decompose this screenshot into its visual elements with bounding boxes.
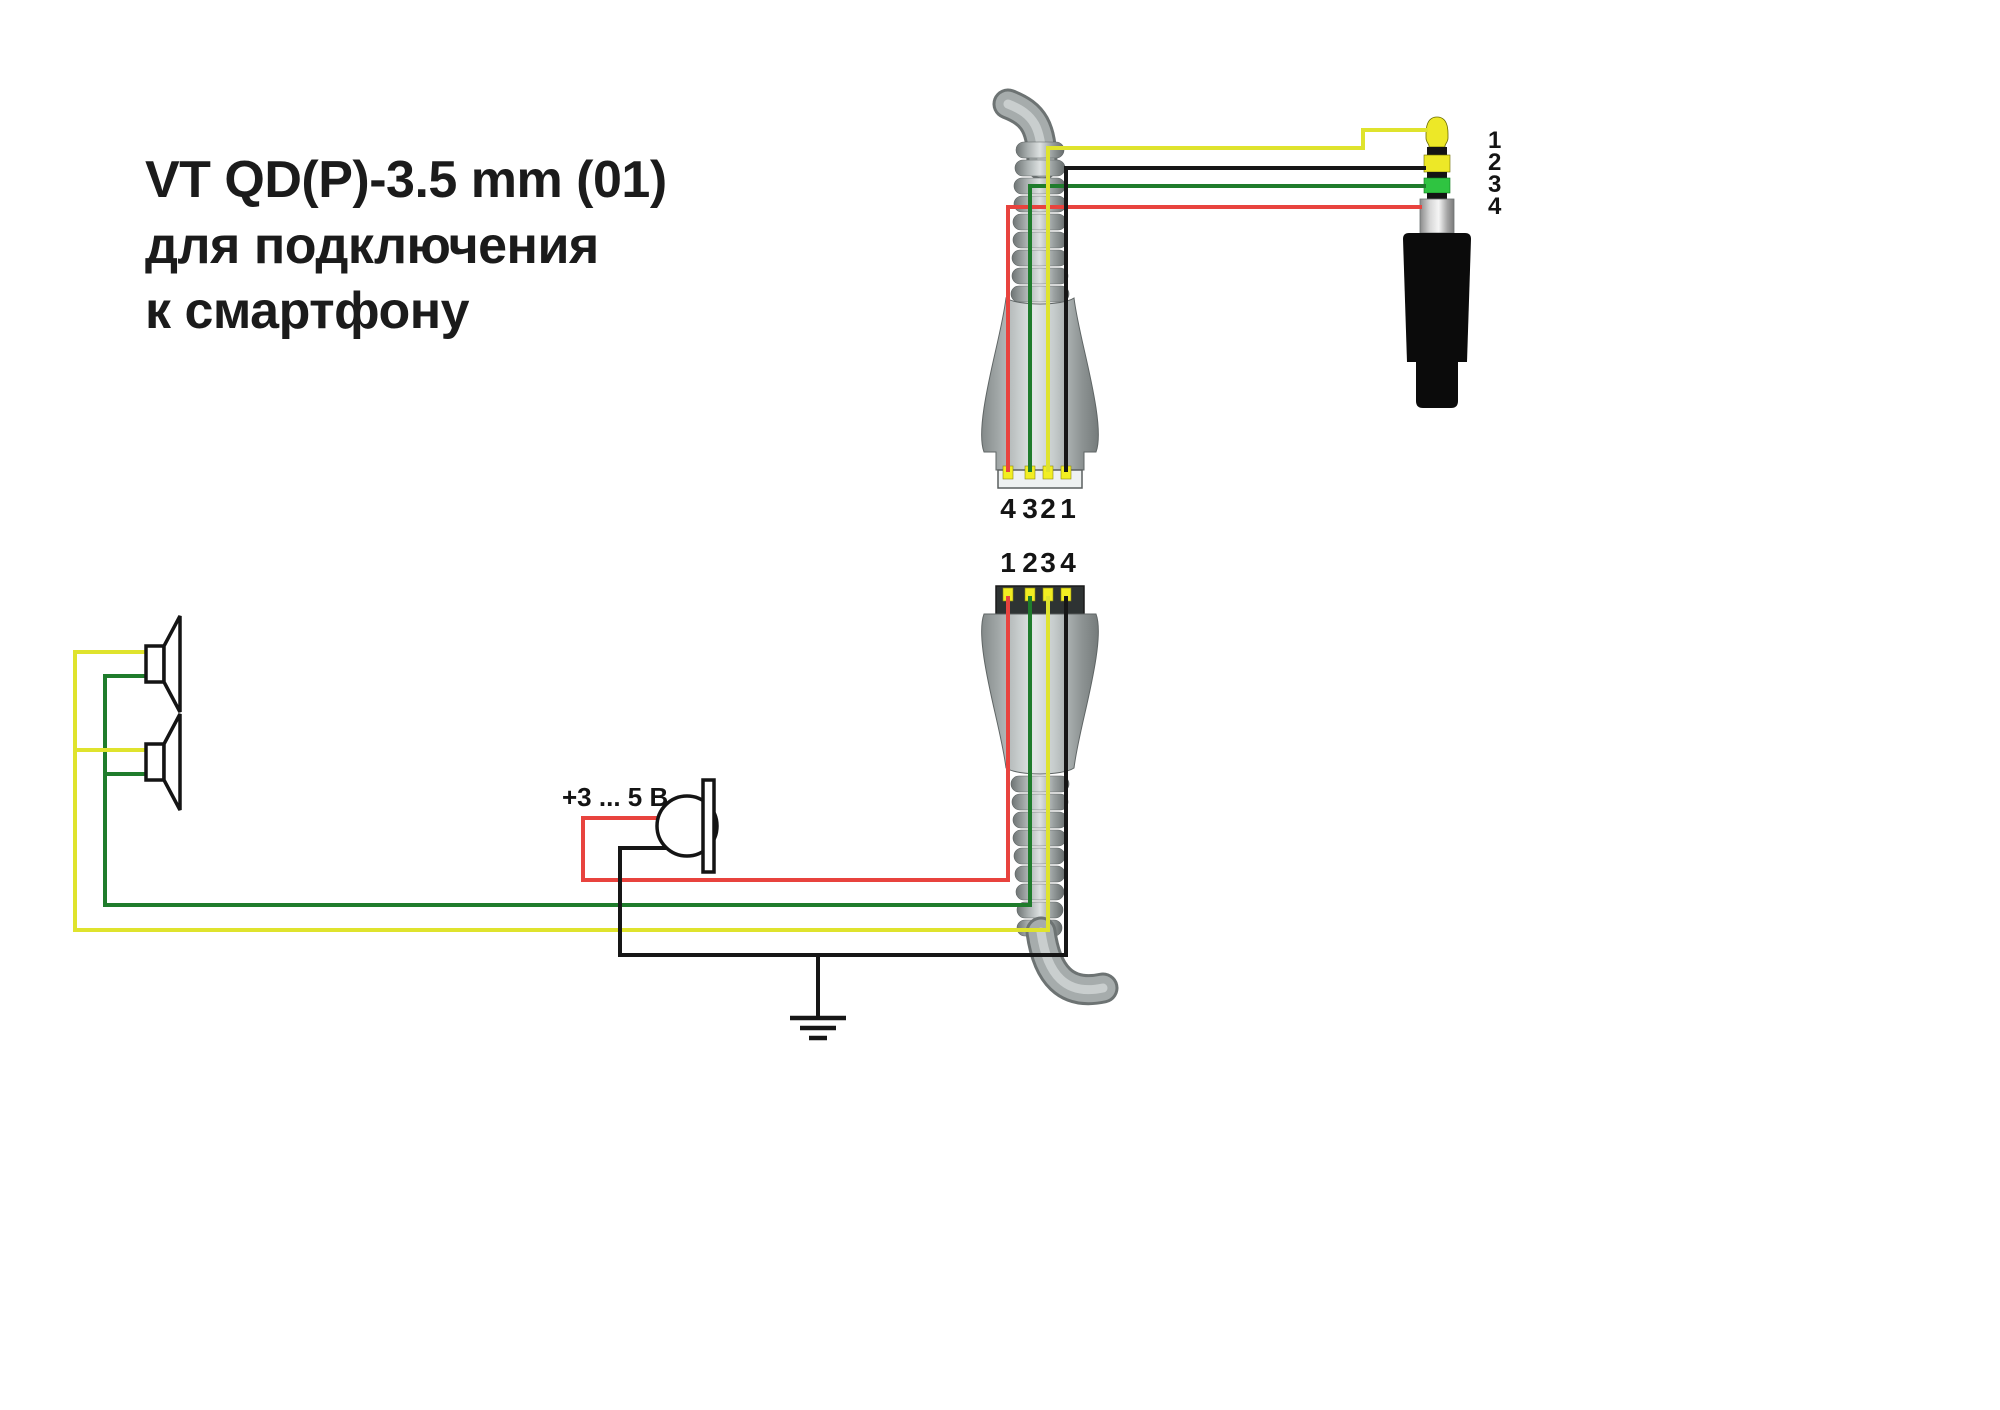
- plug-ring-label-4: 4: [1488, 193, 1502, 220]
- qd-top-pin-label-2: 2: [1040, 493, 1056, 524]
- qd-top-pin-label-3: 3: [1022, 493, 1038, 524]
- wires-top: [1006, 128, 1428, 472]
- wires-bottom: [73, 596, 1068, 1018]
- rib: [1013, 847, 1066, 865]
- plug-ring-label-1: 1: [1488, 127, 1501, 154]
- qd-bottom-pin-label-4: 4: [1060, 547, 1076, 578]
- rib: [1011, 793, 1069, 811]
- plug-insulator-2: [1427, 172, 1447, 178]
- wire-yellow-speakers: [73, 596, 1050, 932]
- plug-ring-2: [1423, 154, 1451, 173]
- trrs-plug: [1403, 116, 1471, 408]
- rib: [1012, 811, 1068, 829]
- plug-handle-lower: [1416, 362, 1458, 408]
- plug-handle-upper: [1403, 233, 1471, 362]
- microphone-icon: [655, 778, 719, 874]
- rib: [1015, 883, 1065, 901]
- plug-ring-3: [1423, 177, 1451, 194]
- wire-red-mic-supply: [581, 596, 1010, 882]
- plug-insulator-1: [1427, 147, 1447, 155]
- rib: [1011, 249, 1068, 267]
- plug-ring-label-2: 2: [1488, 149, 1501, 176]
- speaker-cone: [162, 615, 182, 713]
- rib: [1014, 159, 1066, 177]
- mic-voltage-label: +3 ... 5 В: [562, 782, 668, 812]
- qd-top-pin-label-1: 1: [1060, 493, 1076, 524]
- rib: [1012, 213, 1067, 231]
- qd-bottom-pin-label-1: 1: [1000, 547, 1016, 578]
- diagram-title: VT QD(P)-3.5 mm (01) для подключения к с…: [145, 148, 667, 345]
- plug-insulator-3: [1427, 193, 1447, 199]
- strain-relief-bottom: [1010, 775, 1070, 937]
- wire-black-ground: [618, 596, 1068, 957]
- speaker-driver: [144, 742, 166, 782]
- qd-bottom-pin-label-2: 2: [1022, 547, 1038, 578]
- title-line-3: к смартфону: [145, 282, 470, 341]
- title-line-1: VT QD(P)-3.5 mm (01): [145, 151, 667, 209]
- rib: [1010, 285, 1070, 303]
- qd-bottom-pin-label-3: 3: [1040, 547, 1056, 578]
- rib: [1012, 829, 1067, 847]
- wire-red-to-sleeve: [1006, 205, 1422, 472]
- rib: [1011, 267, 1069, 285]
- wire-green-speakers: [103, 596, 1032, 907]
- contacts-top: [1002, 465, 1072, 480]
- connector-body-bottom: [981, 613, 1099, 775]
- plug-tip: [1425, 116, 1449, 148]
- qd-top-pin-label-4: 4: [1000, 493, 1016, 524]
- wire-yellow-to-tip: [1046, 128, 1428, 472]
- cable-bottom: [1025, 916, 1119, 1006]
- wire-green-to-ring3: [1028, 184, 1426, 472]
- qd-connector-top: [981, 88, 1099, 489]
- rib: [1012, 231, 1068, 249]
- labels: 4 3 2 1 1 2 3 4 1 2 3 4 +3 ... 5 В: [562, 127, 1502, 812]
- ground-icon: [790, 1015, 846, 1041]
- speaker-bottom-icon: [144, 713, 182, 811]
- plug-ring-label-3: 3: [1488, 171, 1501, 198]
- plug-sleeve-4: [1419, 198, 1455, 234]
- connector-body-top: [981, 297, 1099, 471]
- qd-connector-bottom: [981, 585, 1119, 1006]
- strain-relief-top: [1010, 141, 1070, 303]
- microphone-plate: [701, 778, 716, 874]
- speaker-cone: [162, 713, 182, 811]
- rib: [1013, 195, 1067, 213]
- cable-highlight: [1036, 927, 1108, 995]
- title-line-2: для подключения: [145, 216, 599, 275]
- speaker-top-icon: [144, 615, 182, 713]
- speaker-driver: [144, 644, 166, 684]
- wire-black-to-ring2: [1064, 166, 1426, 472]
- rib: [1014, 865, 1066, 883]
- rib: [1010, 775, 1070, 793]
